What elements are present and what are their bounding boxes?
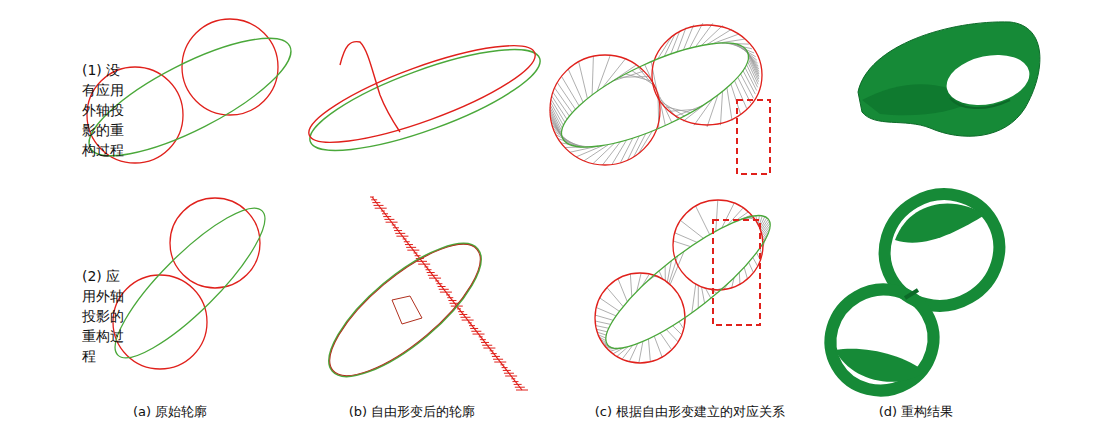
correspondence-line bbox=[749, 262, 754, 272]
correspondence-line bbox=[607, 287, 623, 306]
correspondence-line bbox=[639, 341, 643, 363]
original-contour bbox=[98, 191, 282, 375]
correspondence-line bbox=[618, 279, 627, 302]
reconstruction-result bbox=[812, 173, 1020, 409]
correspondence-line bbox=[679, 322, 684, 329]
row-label: (1) 没有应用外轴投影的重构过程 bbox=[82, 60, 126, 160]
correspondence-line bbox=[675, 233, 697, 243]
correspondence-line bbox=[673, 241, 690, 247]
correspondence-line bbox=[746, 64, 757, 87]
reconstruction-result bbox=[858, 22, 1040, 136]
correspondence-line bbox=[561, 76, 579, 106]
correspondence-line bbox=[744, 267, 747, 279]
correspondence-line bbox=[579, 62, 588, 99]
correspondence-line bbox=[596, 329, 607, 332]
correspondence-line bbox=[694, 99, 713, 126]
correspondence-line bbox=[739, 272, 741, 284]
correspondence-line bbox=[595, 315, 613, 320]
panel-caption: (d) 重构结果 bbox=[879, 403, 954, 421]
correspondence-contour bbox=[591, 198, 785, 366]
correspondence-line bbox=[568, 69, 583, 102]
correspondence-line bbox=[551, 99, 565, 122]
correspondence-line bbox=[595, 321, 611, 324]
correspondence-line bbox=[701, 287, 704, 303]
correspondence-line bbox=[675, 106, 702, 116]
correspondence-line bbox=[727, 88, 732, 121]
panel-caption: (b) 自由形变后的轮廓 bbox=[349, 403, 476, 421]
correspondence-contour bbox=[549, 23, 770, 174]
correspondence-line bbox=[735, 81, 747, 109]
deformed-contour bbox=[310, 197, 528, 397]
deformed-contour bbox=[300, 28, 550, 170]
correspondence-line bbox=[552, 96, 567, 119]
correspondence-line bbox=[720, 91, 722, 125]
correspondence-line bbox=[748, 62, 759, 85]
correspondence-line bbox=[745, 67, 757, 90]
correspondence-line bbox=[665, 266, 666, 281]
correspondence-line bbox=[696, 206, 710, 235]
correspondence-line bbox=[630, 274, 631, 297]
correspondence-line bbox=[602, 59, 625, 88]
correspondence-line bbox=[716, 200, 718, 231]
correspondence-line bbox=[592, 56, 593, 95]
correspondence-line bbox=[596, 326, 609, 329]
correspondence-line bbox=[728, 208, 744, 225]
correspondence-line bbox=[707, 29, 732, 44]
panel-caption: (c) 根据自由形变建立的对应关系 bbox=[595, 403, 785, 421]
correspondence-line bbox=[698, 285, 699, 308]
panel-caption: (a) 原始轮廓 bbox=[133, 403, 207, 421]
correspondence-line bbox=[553, 92, 570, 116]
correspondence-line bbox=[600, 298, 620, 311]
correspondence-line bbox=[760, 218, 767, 229]
correspondence-line bbox=[551, 102, 564, 125]
correspondence-line bbox=[660, 333, 672, 350]
correspondence-line bbox=[673, 326, 682, 335]
correspondence-lines bbox=[550, 23, 759, 165]
correspondence-line bbox=[596, 307, 616, 315]
correspondence-line bbox=[692, 284, 696, 313]
correspondence-line bbox=[753, 257, 758, 266]
correspondence-line bbox=[648, 339, 650, 362]
deformation-axis bbox=[372, 197, 522, 390]
correspondence-line bbox=[654, 336, 662, 357]
correspondence-line bbox=[680, 220, 703, 238]
correspondence-lines bbox=[595, 200, 770, 363]
original-contour bbox=[75, 17, 305, 178]
correspondence-line bbox=[666, 329, 678, 341]
row-label: (2) 应用外轴投影的重构过程 bbox=[82, 266, 126, 366]
